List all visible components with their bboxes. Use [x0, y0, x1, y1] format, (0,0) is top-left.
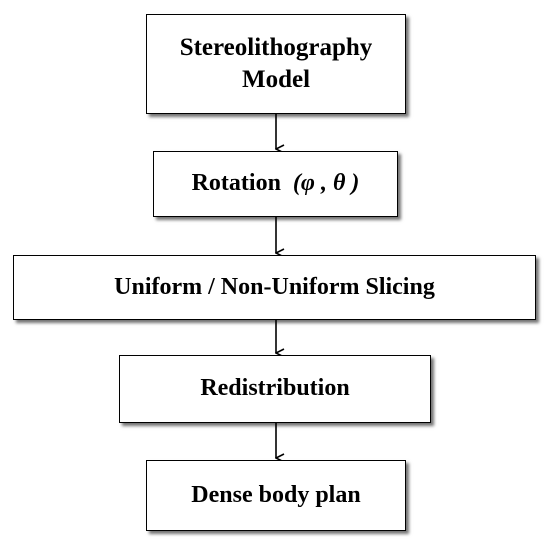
node-label-line1: Stereolithography [179, 33, 373, 61]
node-label: Dense body plan [191, 481, 361, 508]
node-redistribution: Redistribution [119, 355, 431, 423]
rotation-params: (φ , θ ) [292, 170, 360, 197]
node-label: Uniform / Non-Uniform Slicing [114, 273, 435, 300]
node-label: Redistribution [200, 375, 350, 402]
node-slicing: Uniform / Non-Uniform Slicing [13, 255, 536, 320]
node-rotation: Rotation (φ , θ ) [153, 151, 398, 217]
node-stereolithography-model: Stereolithography Model [146, 14, 406, 114]
node-label: Rotation [191, 170, 281, 197]
node-label-line2: Model [241, 66, 311, 93]
node-dense-body-plan: Dense body plan [146, 460, 406, 531]
